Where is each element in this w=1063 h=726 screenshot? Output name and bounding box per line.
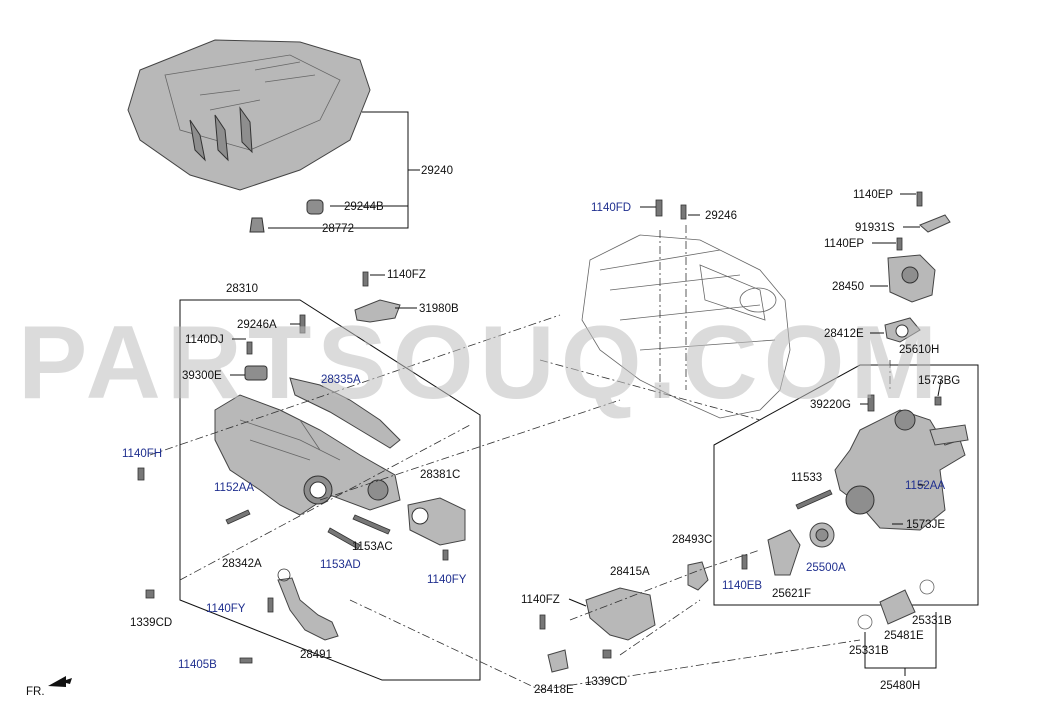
label-28493C: 28493C — [672, 534, 712, 546]
label-1140FZ-top: 1140FZ — [387, 269, 426, 281]
thermostat-25500A — [809, 522, 835, 548]
label-39300E: 39300E — [182, 370, 222, 382]
label-11405B: 11405B — [178, 659, 217, 671]
label-1140FZ-bottom: 1140FZ — [521, 594, 560, 606]
assembly-box-25610H — [713, 364, 979, 606]
label-1140FY-right: 1140FY — [427, 574, 467, 586]
label-28381C: 28381C — [420, 469, 460, 481]
label-28335A: 28335A — [321, 374, 361, 386]
label-1152AA-right: 1152AA — [905, 480, 945, 492]
label-25331B-right: 25331B — [912, 615, 952, 627]
gasket-28418E — [547, 649, 569, 673]
grommet-28772 — [249, 217, 265, 233]
egr-valve-28450 — [887, 254, 936, 303]
label-1140EP-mid: 1140EP — [824, 238, 864, 250]
engine-cover-29240 — [127, 39, 371, 191]
egr-cooler-28415A — [585, 587, 656, 641]
label-25500A: 25500A — [806, 562, 846, 574]
label-1339CD-left: 1339CD — [130, 617, 172, 629]
cylinder-head — [581, 234, 791, 419]
label-28342A: 28342A — [222, 558, 262, 570]
label-1140EB: 1140EB — [722, 580, 762, 592]
label-28415A: 28415A — [610, 566, 650, 578]
sensor-39300E — [244, 365, 268, 381]
label-25610H: 25610H — [899, 344, 939, 356]
bolts-left — [137, 271, 449, 664]
label-25480H: 25480H — [880, 680, 920, 692]
label-1140FD: 1140FD — [591, 202, 631, 214]
label-28772: 28772 — [322, 223, 354, 235]
bracket-91931S — [919, 214, 951, 233]
label-11533: 11533 — [791, 472, 822, 484]
label-28418E: 28418E — [534, 684, 574, 696]
label-25481E: 25481E — [884, 630, 924, 642]
label-31980B: 31980B — [419, 303, 459, 315]
label-28450: 28450 — [832, 281, 864, 293]
gasket-28493C — [687, 561, 709, 591]
label-91931S: 91931S — [855, 222, 895, 234]
assembly-box-28310 — [179, 299, 481, 681]
label-1140FH: 1140FH — [122, 448, 162, 460]
label-28310: 28310 — [226, 283, 258, 295]
gasket-28412E — [884, 317, 921, 343]
water-housing — [834, 409, 969, 531]
gasket-28335A — [289, 377, 401, 449]
label-25621F: 25621F — [772, 588, 811, 600]
label-1140FY-left: 1140FY — [206, 603, 246, 615]
label-1573JE: 1573JE — [906, 519, 945, 531]
label-25331B-left: 25331B — [849, 645, 889, 657]
label-1140EP-top: 1140EP — [853, 189, 893, 201]
label-1152AA-left: 1152AA — [214, 482, 254, 494]
label-29246: 29246 — [705, 210, 737, 222]
part-labels: 29240 29244B 28772 28310 1140FZ 31980B 2… — [122, 165, 960, 696]
housing-25621F — [767, 529, 801, 576]
connection-lines — [149, 225, 891, 691]
hose-25481E — [857, 579, 935, 630]
label-29244B: 29244B — [344, 201, 384, 213]
grommet-29244B — [306, 199, 324, 215]
egr-pipe-28491 — [277, 577, 339, 641]
front-direction-indicator: FR. — [26, 676, 72, 698]
label-28412E: 28412E — [824, 328, 864, 340]
direction-label: FR. — [26, 686, 45, 698]
leader-25480H — [864, 612, 937, 669]
watermark: PARTSOUQ.COM — [18, 305, 943, 421]
throttle-body-28381C — [407, 497, 466, 546]
bracket-31980B — [354, 299, 401, 323]
label-29246A: 29246A — [237, 319, 277, 331]
intake-manifold — [214, 394, 401, 516]
arrow-icon — [48, 676, 72, 687]
label-1153AD: 1153AD — [320, 559, 361, 571]
label-leaders — [230, 193, 942, 607]
label-29240: 29240 — [421, 165, 453, 177]
label-1140DJ: 1140DJ — [185, 334, 224, 346]
label-1339CD-bottom: 1339CD — [585, 676, 627, 688]
label-39220G: 39220G — [810, 399, 851, 411]
label-1573BG: 1573BG — [918, 375, 960, 387]
label-1153AC: 1153AC — [352, 541, 393, 553]
label-28491: 28491 — [300, 649, 332, 661]
